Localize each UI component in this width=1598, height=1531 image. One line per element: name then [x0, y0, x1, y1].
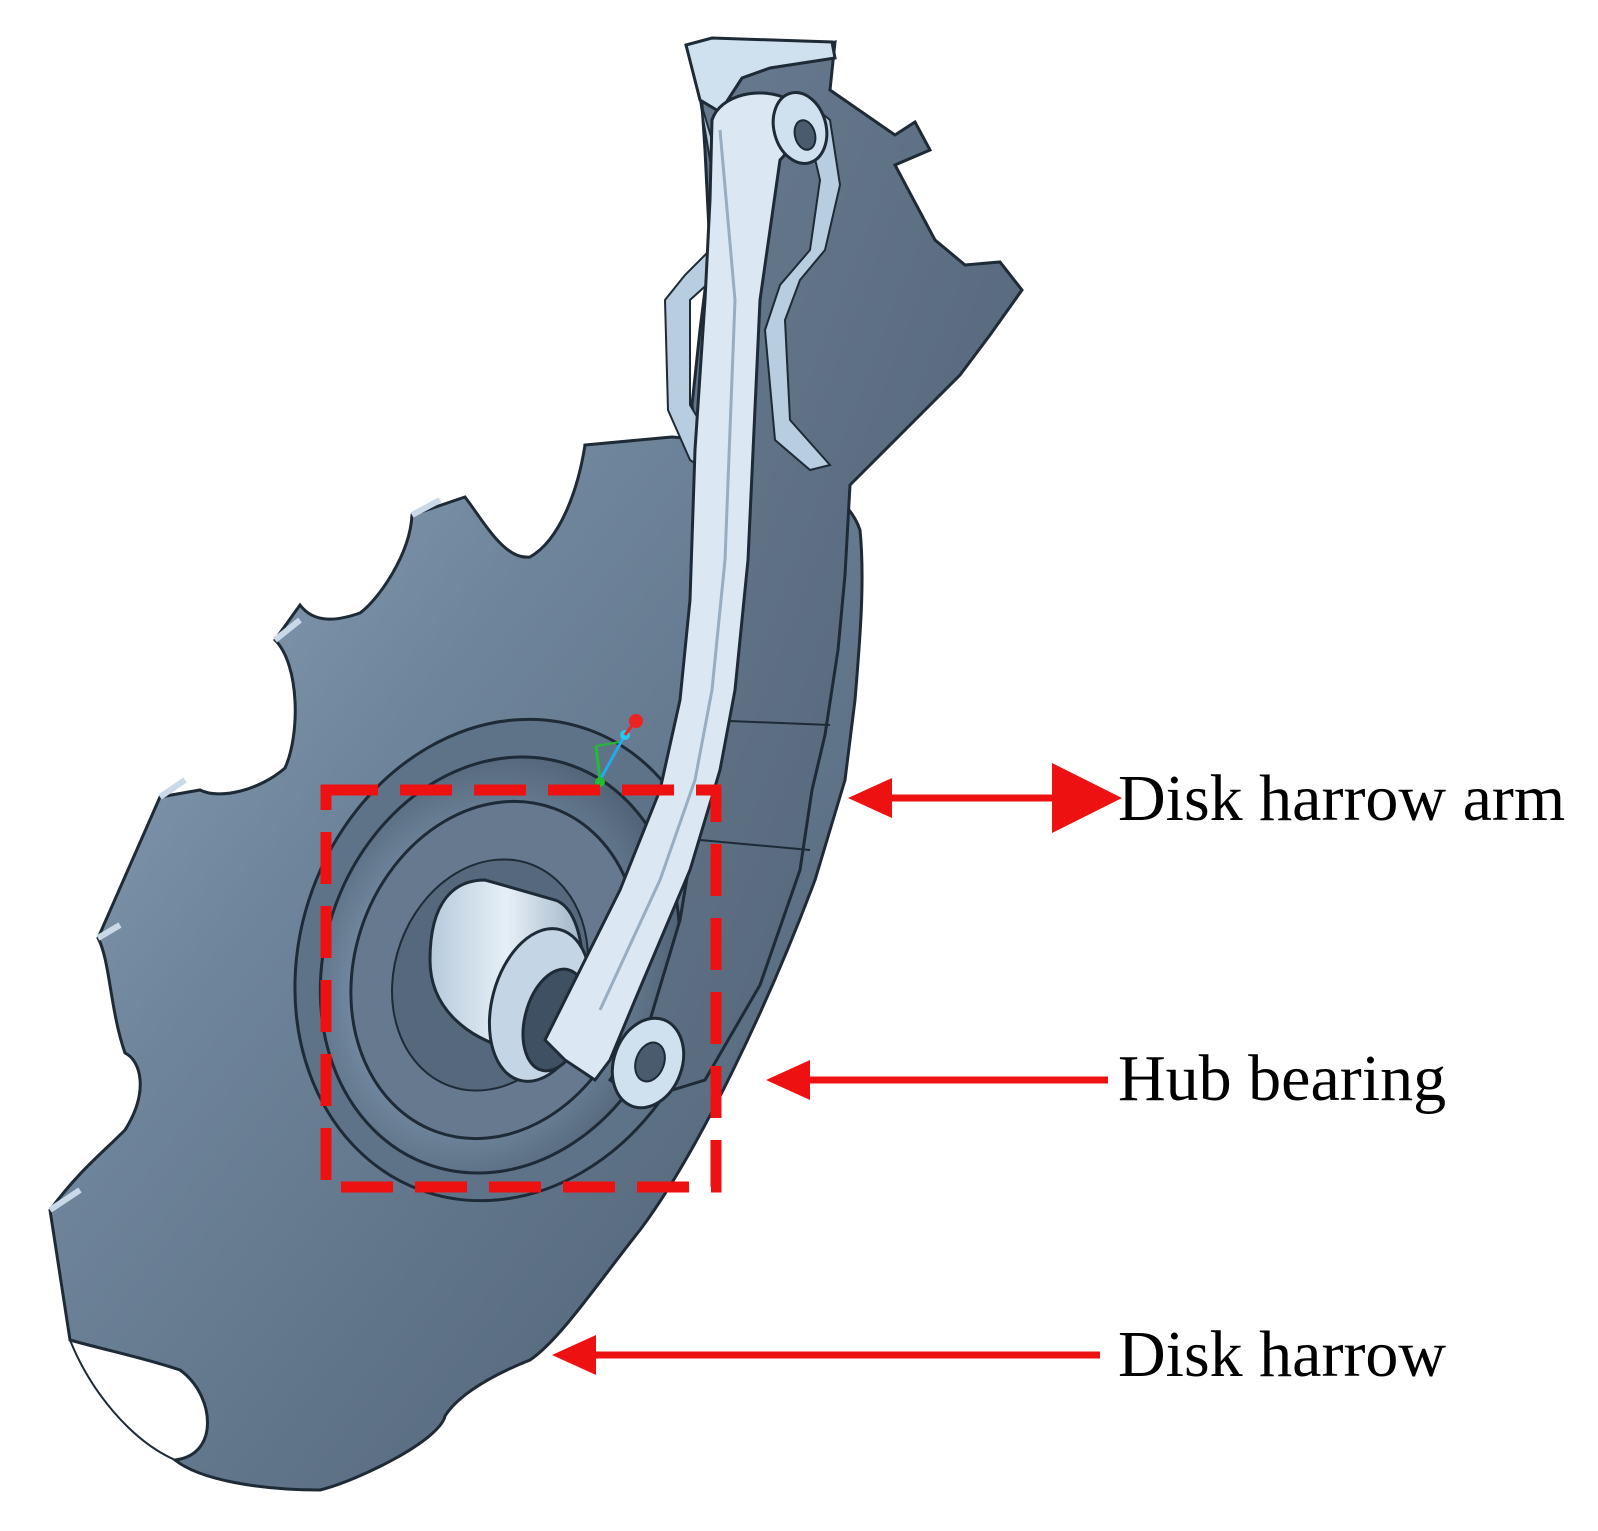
triad-y-axis-top	[595, 741, 621, 747]
arrowhead-hub-bearing	[766, 1060, 810, 1100]
disk-notch-edges	[48, 497, 442, 1213]
label-disk-harrow: Disk harrow	[1118, 1318, 1447, 1391]
disk-rim-line	[69, 1339, 176, 1461]
link-bar	[543, 91, 829, 1110]
triad-x-dot	[629, 714, 643, 728]
bottom-pivot-hole	[634, 1041, 666, 1083]
top-pivot-hole	[793, 119, 817, 151]
arrowhead-disk-harrow	[552, 1335, 596, 1375]
hitch-bracket	[684, 36, 837, 115]
arrowhead-disk-harrow-arm	[848, 778, 892, 818]
bracket-flange-right	[763, 92, 842, 472]
triad-y-axis	[594, 745, 602, 781]
label-hub-bearing: Hub bearing	[1118, 1042, 1447, 1115]
hub-bearing-highlight-box	[320, 784, 722, 1193]
link-bar-edge	[598, 129, 737, 1011]
triad-z-axis	[598, 734, 627, 781]
label-disk-harrow-arm: Disk harrow arm	[1118, 762, 1566, 835]
